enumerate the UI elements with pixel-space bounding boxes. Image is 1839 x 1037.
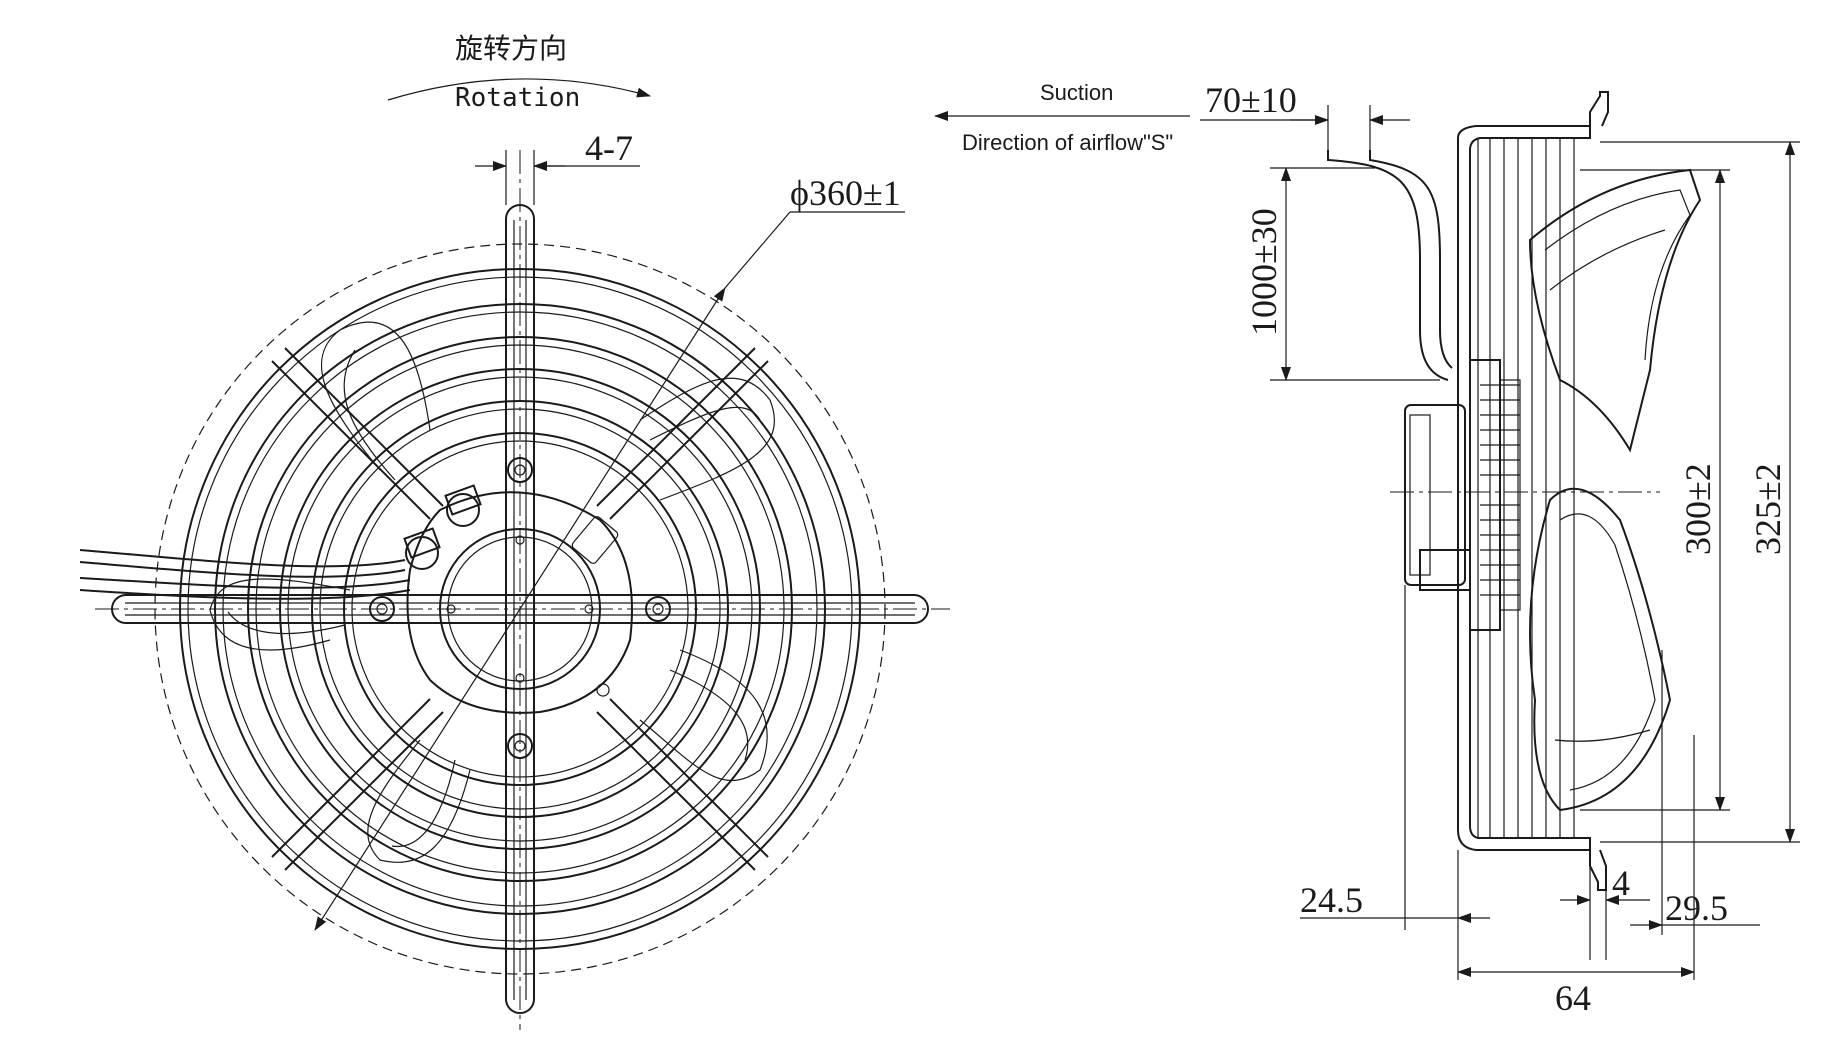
rotation-arrow [387,78,651,101]
airflow-label: Direction of airflow"S" [962,130,1173,155]
inner-height-dim-text: 300±2 [1678,463,1718,555]
side-view: Suction Direction of airflow"S" 70±10 10… [934,80,1800,1018]
motor-fins [1480,384,1520,596]
rotation-cn-label: 旋转方向 [455,32,567,65]
cable-offset-dim-text: 70±10 [1205,80,1297,120]
front-view: 旋转方向 Rotation [79,32,950,1030]
side-cable [1327,150,1453,381]
dim-29-5-text: 29.5 [1665,888,1728,928]
suction-label: Suction [1040,80,1113,105]
outer-height-dimension [1600,141,1800,843]
inner-height-dimension [1580,169,1730,811]
diameter-dim-text: ϕ360±1 [790,173,901,213]
dim-24-5-text: 24.5 [1300,880,1363,920]
side-blades [1528,168,1702,812]
bottom-dimensions [1300,585,1760,980]
cable-length-dimension [1270,167,1440,381]
diameter-dimension [314,211,905,931]
rotation-en-label: Rotation [455,83,580,113]
cable-offset-dimension [1200,105,1410,150]
side-motor [1404,345,1521,660]
side-guard [1457,91,1609,891]
dim-4-text: 4 [1612,863,1630,903]
gap-dim-text: 4-7 [585,128,633,168]
dim-64-text: 64 [1555,978,1591,1018]
gap-dimension [475,150,640,205]
cable-length-dim-text: 1000±30 [1244,208,1284,336]
outer-height-dim-text: 325±2 [1748,463,1788,555]
